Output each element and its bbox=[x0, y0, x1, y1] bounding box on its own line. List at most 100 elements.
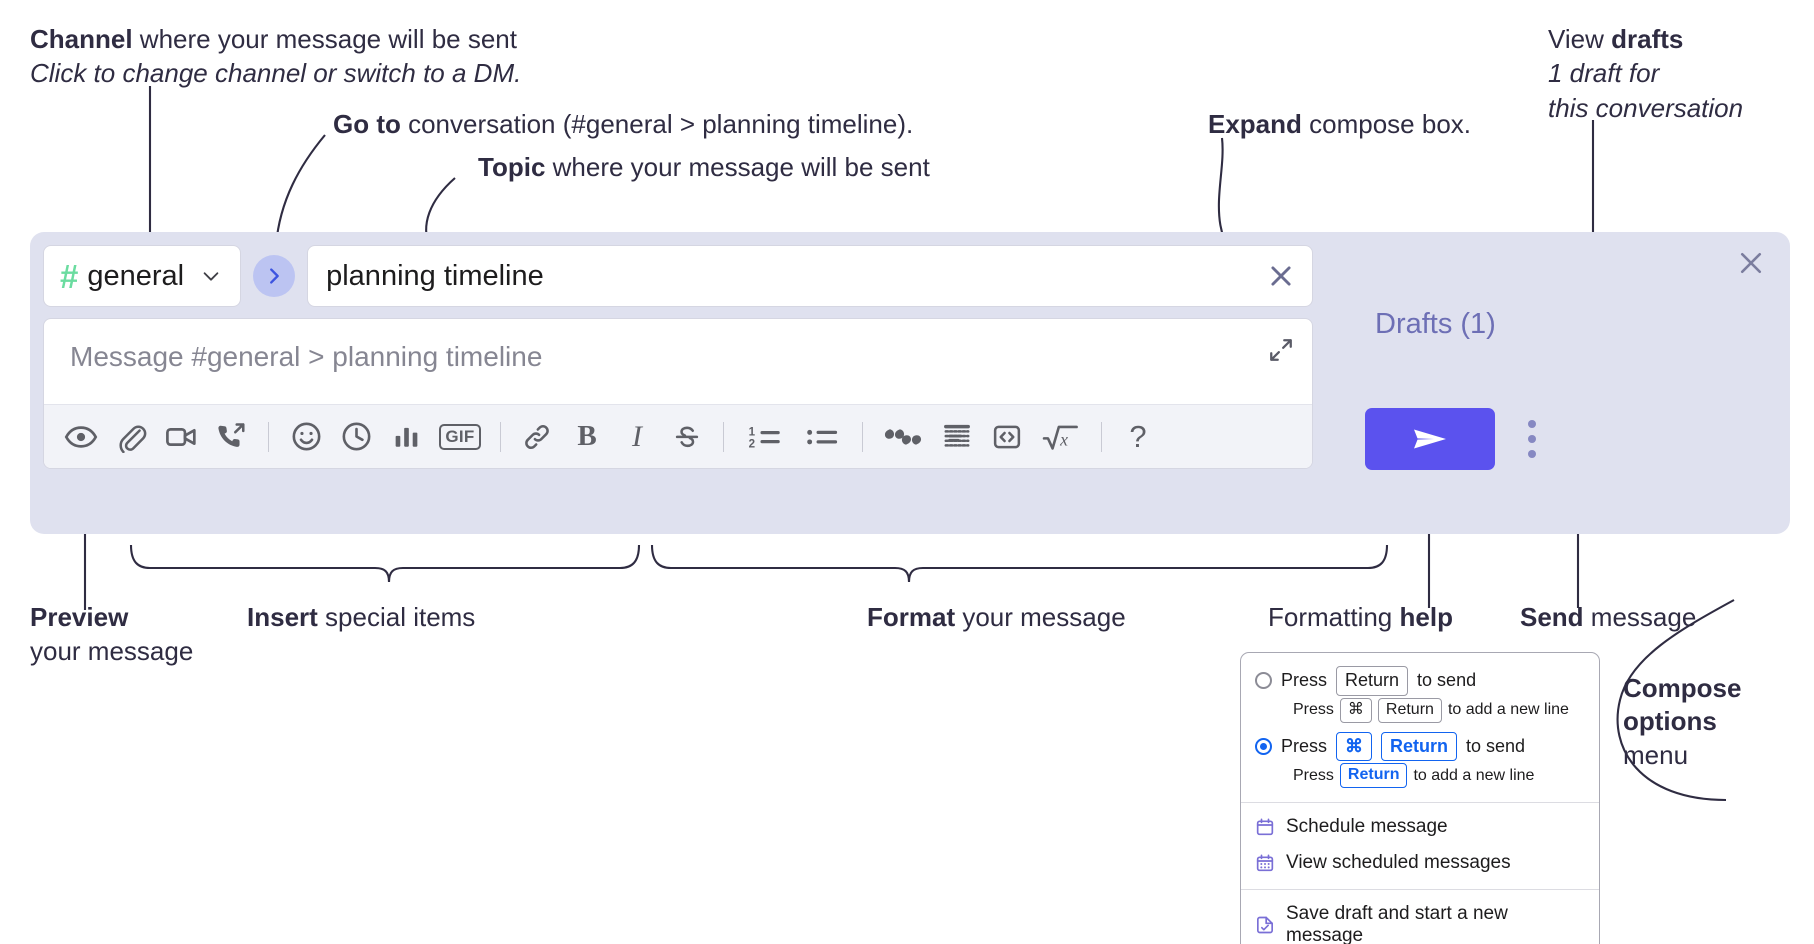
calendar-icon bbox=[1255, 817, 1275, 837]
goto-conversation-button[interactable] bbox=[253, 255, 296, 297]
menu-item-schedule-message[interactable]: Schedule message bbox=[1241, 809, 1599, 845]
annotation-compose-options-rest: menu bbox=[1623, 739, 1689, 770]
key-command: ⌘ bbox=[1339, 697, 1372, 723]
compose-right-pane: Drafts (1) bbox=[1327, 245, 1775, 521]
code-block-icon[interactable] bbox=[932, 414, 982, 460]
compose-options-menu: Press Return to send Press ⌘ Return to a… bbox=[1240, 652, 1600, 944]
radio-option-tail-label: to send bbox=[1417, 670, 1477, 691]
annotation-insert: Insert special items bbox=[247, 600, 475, 634]
sub-tail-label: to add a new line bbox=[1447, 701, 1569, 718]
menu-divider bbox=[1241, 802, 1599, 803]
annotation-help-rest: Formatting bbox=[1268, 602, 1400, 632]
math-icon[interactable]: x bbox=[1032, 414, 1090, 460]
video-icon[interactable] bbox=[156, 414, 206, 460]
menu-item-label: Save draft and start a new message bbox=[1286, 903, 1508, 944]
annotation-drafts-italic2: this conversation bbox=[1548, 92, 1744, 123]
bold-icon[interactable]: B bbox=[562, 414, 612, 460]
annotation-preview: Preview your message bbox=[30, 600, 193, 669]
chevron-down-icon bbox=[200, 265, 222, 287]
key-command: ⌘ bbox=[1336, 731, 1373, 761]
compose-inner: # general planning timeline bbox=[43, 245, 1313, 469]
expand-icon[interactable] bbox=[1264, 333, 1298, 367]
annotation-channel-rest: where your message will be sent bbox=[132, 24, 517, 54]
emoji-icon[interactable] bbox=[281, 414, 331, 460]
radio-option-cmd-return-to-send[interactable]: Press ⌘ Return to send bbox=[1241, 729, 1599, 763]
annotation-goto: Go to conversation (#general > planning … bbox=[333, 107, 913, 141]
italic-icon[interactable]: I bbox=[612, 414, 662, 460]
save-draft-icon bbox=[1255, 915, 1275, 935]
preview-icon[interactable] bbox=[56, 414, 106, 460]
annotation-drafts-bold: drafts bbox=[1611, 24, 1684, 54]
clock-icon[interactable] bbox=[331, 414, 381, 460]
gif-label: GIF bbox=[439, 423, 481, 450]
annotation-drafts-rest: View bbox=[1548, 24, 1612, 54]
annotation-goto-rest: conversation (#general > planning timeli… bbox=[400, 109, 914, 139]
message-input-area[interactable]: Message #general > planning timeline bbox=[43, 318, 1313, 469]
channel-name: general bbox=[87, 259, 185, 292]
radio-option-1-sub: Press Return to add a new line bbox=[1241, 762, 1599, 794]
poll-icon[interactable] bbox=[381, 414, 431, 460]
menu-divider bbox=[1241, 889, 1599, 890]
annotation-topic-bold: Topic bbox=[478, 152, 546, 182]
radio-option-tail-label: to send bbox=[1466, 735, 1526, 756]
ordered-list-icon[interactable]: 1 2 bbox=[735, 414, 793, 460]
key-return: Return bbox=[1339, 763, 1408, 788]
menu-item-save-draft[interactable]: Save draft and start a new message bbox=[1241, 896, 1599, 944]
send-icon bbox=[1414, 429, 1446, 449]
annotation-compose-options-bold2: options bbox=[1623, 706, 1717, 737]
gif-icon[interactable]: GIF bbox=[431, 414, 489, 460]
close-icon[interactable] bbox=[1264, 259, 1298, 293]
send-button[interactable] bbox=[1365, 408, 1495, 470]
hash-icon: # bbox=[60, 257, 78, 295]
topic-input[interactable]: planning timeline bbox=[307, 245, 1313, 307]
italic-label: I bbox=[632, 419, 642, 453]
menu-item-view-scheduled-messages[interactable]: View scheduled messages bbox=[1241, 845, 1599, 881]
topic-value: planning timeline bbox=[326, 259, 544, 292]
key-return: Return bbox=[1381, 731, 1458, 761]
close-icon[interactable] bbox=[1734, 246, 1768, 280]
annotation-compose-options-bold1: Compose bbox=[1623, 673, 1742, 703]
menu-item-label: Schedule message bbox=[1286, 816, 1448, 837]
toolbar-separator bbox=[268, 421, 269, 452]
annotation-channel-italic: Click to change channel or switch to a D… bbox=[30, 58, 522, 89]
toolbar-separator bbox=[723, 421, 724, 452]
annotation-format-bold: Format bbox=[867, 602, 956, 632]
annotation-format: Format your message bbox=[867, 600, 1126, 634]
annotation-help-bold: help bbox=[1399, 602, 1453, 632]
annotation-insert-rest: special items bbox=[317, 602, 476, 632]
menu-item-label: View scheduled messages bbox=[1286, 852, 1511, 873]
help-label: ? bbox=[1129, 418, 1147, 454]
annotation-goto-bold: Go to bbox=[333, 109, 401, 139]
toolbar-separator bbox=[862, 421, 863, 452]
annotation-preview-bold: Preview bbox=[30, 602, 129, 632]
help-icon[interactable]: ? bbox=[1113, 414, 1163, 460]
compose-header-row: # general planning timeline bbox=[43, 245, 1313, 307]
annotation-topic: Topic where your message will be sent bbox=[478, 150, 930, 184]
radio-icon[interactable] bbox=[1255, 672, 1272, 690]
formatting-toolbar: GIF B I bbox=[44, 404, 1312, 468]
annotation-channel-bold: Channel bbox=[30, 24, 133, 54]
radio-option-press-label: Press bbox=[1281, 735, 1328, 756]
annotation-topic-rest: where your message will be sent bbox=[545, 152, 930, 182]
blockquote-icon[interactable] bbox=[874, 414, 932, 460]
more-options-icon[interactable] bbox=[1517, 417, 1547, 461]
channel-picker[interactable]: # general bbox=[43, 245, 242, 307]
audio-call-icon[interactable] bbox=[206, 414, 256, 460]
strikethrough-icon[interactable] bbox=[662, 414, 712, 460]
radio-icon[interactable] bbox=[1255, 737, 1272, 755]
annotation-insert-bold: Insert bbox=[247, 602, 318, 632]
toolbar-separator bbox=[1101, 421, 1102, 452]
attachment-icon[interactable] bbox=[106, 414, 156, 460]
bulleted-list-icon[interactable] bbox=[793, 414, 851, 460]
annotation-send-rest: message bbox=[1583, 602, 1697, 632]
toolbar-separator bbox=[500, 421, 501, 452]
link-icon[interactable] bbox=[512, 414, 562, 460]
radio-option-return-to-send[interactable]: Press Return to send bbox=[1241, 663, 1599, 697]
sub-tail-label: to add a new line bbox=[1413, 766, 1535, 784]
key-return: Return bbox=[1377, 697, 1442, 723]
drafts-link[interactable]: Drafts (1) bbox=[1375, 308, 1496, 340]
sub-press-label: Press bbox=[1293, 766, 1334, 784]
svg-text:2: 2 bbox=[749, 438, 755, 450]
code-icon[interactable] bbox=[982, 414, 1032, 460]
annotation-format-rest: your message bbox=[955, 602, 1126, 632]
